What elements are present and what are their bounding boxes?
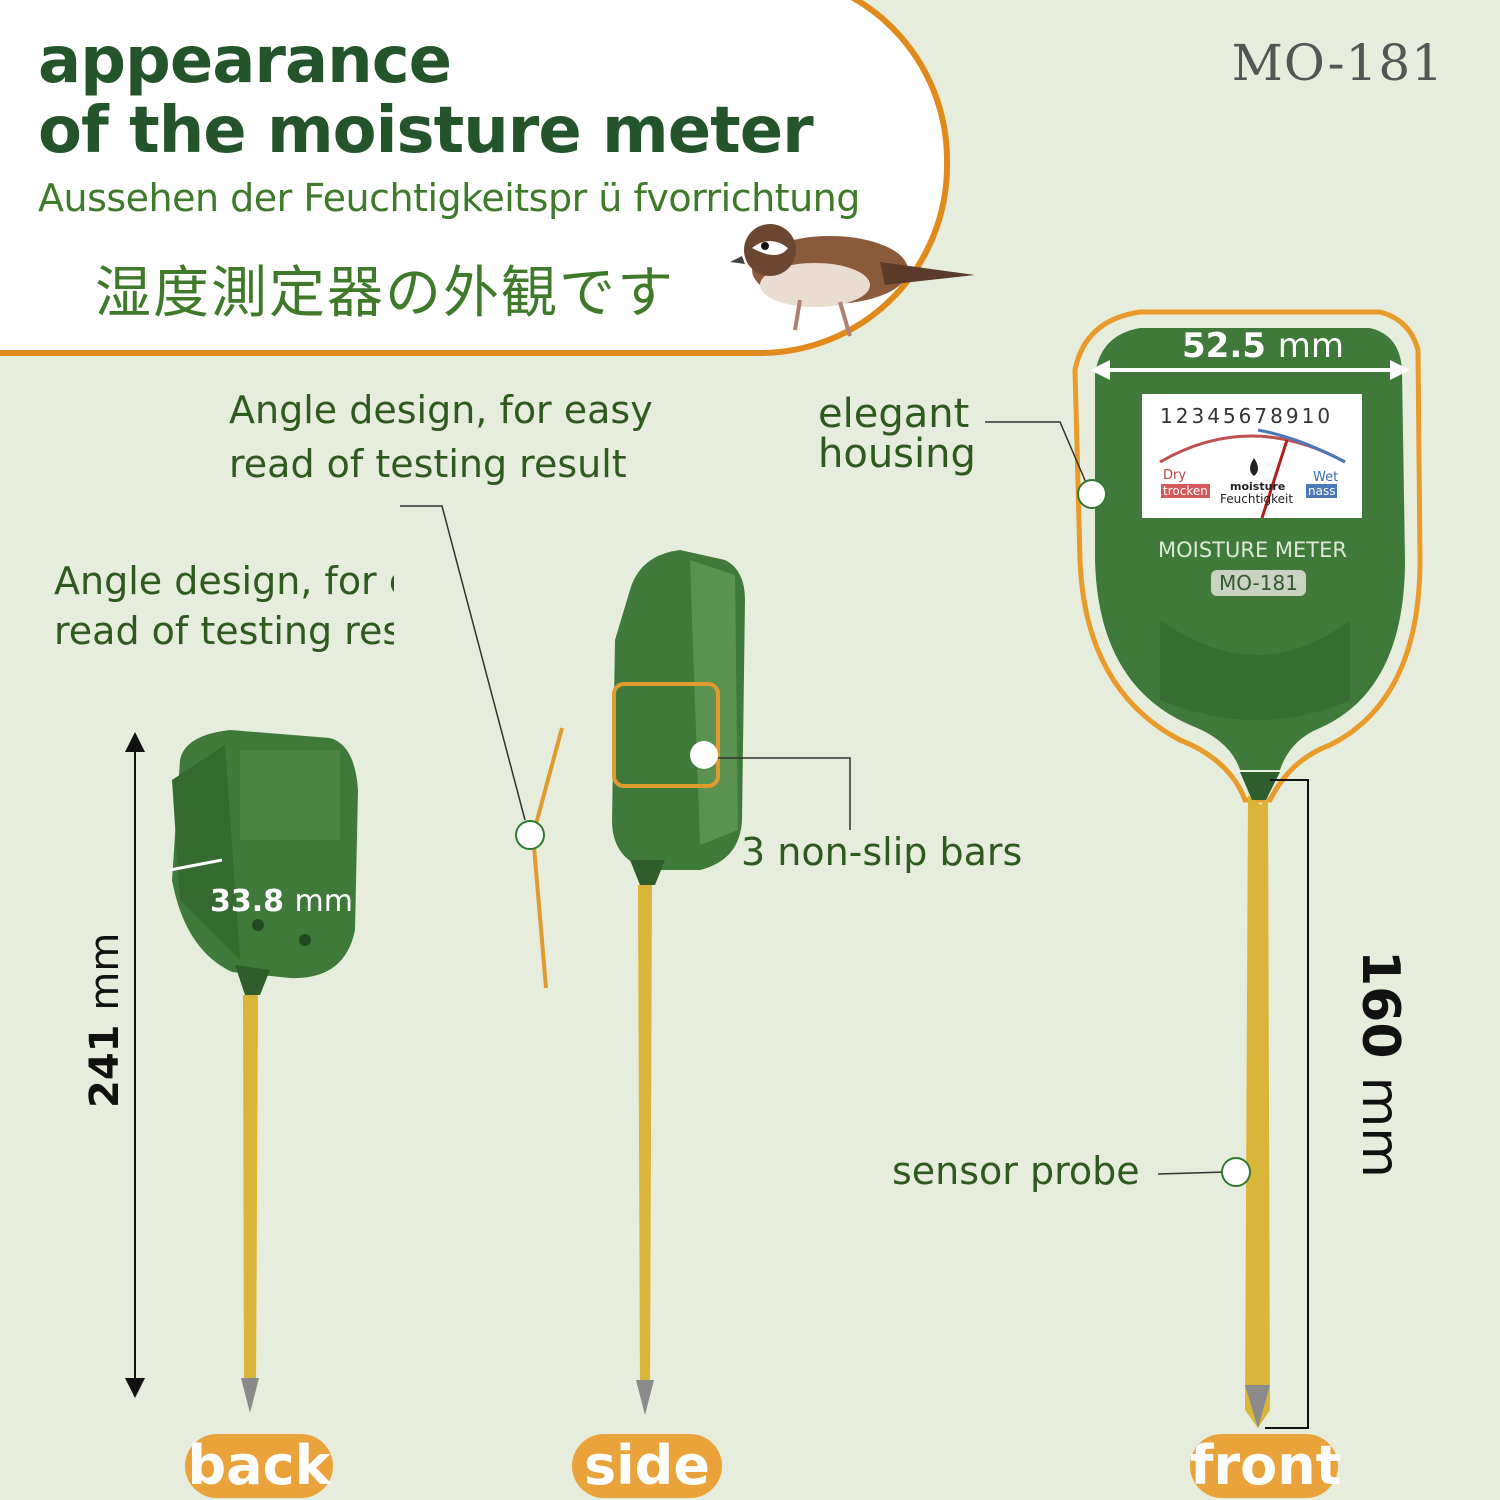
sparrow-image [730, 224, 975, 337]
callout-dot-probe [1221, 1157, 1251, 1187]
title-german: Aussehen der Feuchtigkeitspr ü fvorricht… [38, 176, 860, 220]
front-view-label: front [1190, 1434, 1342, 1498]
dry-label: Dry [1163, 468, 1187, 483]
width-dimension-label: 52.5 mm [1182, 326, 1344, 366]
probe-length-bracket [1265, 779, 1309, 1429]
housing-outline [1072, 309, 1423, 803]
feuchtigkeit-label: Feuchtigkeit [1220, 492, 1294, 506]
moisture-label: moisture [1230, 480, 1286, 493]
brand-label: MOISTURE METER [1158, 538, 1347, 562]
back-view-label: back [185, 1434, 333, 1498]
angle-indicator-line [530, 727, 564, 989]
dry-german-label: trocken [1161, 484, 1210, 498]
model-badge: MO-181 [1211, 570, 1306, 596]
probe-length-label: 160 mm [1350, 950, 1410, 1178]
total-height-label: 241 mm [82, 932, 128, 1108]
depth-dimension-label: 33.8 mm [210, 884, 353, 919]
angle-design-label-top: Angle design, for easy read of testing r… [229, 388, 653, 486]
meter-scale: 12345678910 [1160, 404, 1334, 428]
model-number: MO-181 [1231, 34, 1444, 92]
angle-design-label-left: Angle design, for e read of testing res [54, 559, 394, 653]
sensor-probe-label: sensor probe [892, 1149, 1140, 1193]
wet-german-label: nass [1306, 484, 1338, 498]
title-line-1: appearance [38, 24, 452, 98]
elegant-housing-label: elegant housing [818, 391, 976, 477]
callout-dot-angle [515, 820, 545, 850]
side-view-device [612, 550, 745, 1415]
non-slip-bars-label: 3 non-slip bars [741, 830, 1023, 874]
title-japanese: 湿度測定器の外観です [95, 261, 675, 326]
wet-label: Wet [1313, 470, 1339, 485]
back-view-device [172, 730, 358, 1413]
callout-dot-housing [1077, 479, 1107, 509]
callout-dot-nonslip [690, 741, 718, 769]
title-line-2: of the moisture meter [38, 94, 814, 168]
side-view-label: side [572, 1434, 722, 1498]
